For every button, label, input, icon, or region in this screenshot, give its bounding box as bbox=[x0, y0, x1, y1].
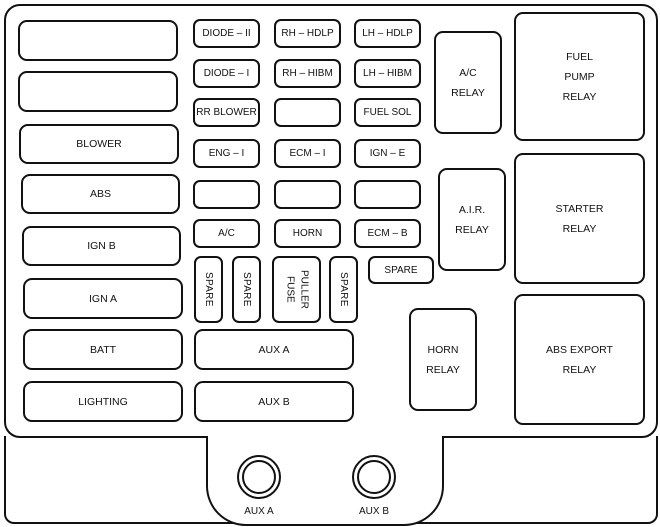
relay-ac[interactable]: A/C RELAY bbox=[434, 31, 502, 134]
fuse-blower[interactable]: BLOWER bbox=[19, 124, 179, 164]
fuse-rr-blower[interactable]: RR BLOWER bbox=[193, 98, 260, 127]
fuse-ign-a[interactable]: IGN A bbox=[23, 278, 183, 319]
fuse-label: ECM – I bbox=[289, 148, 326, 159]
relay-label-line: RELAY bbox=[426, 363, 460, 376]
fuse-label: SPARE bbox=[241, 272, 252, 307]
relay-label-line: STARTER bbox=[555, 202, 604, 215]
fuse-ign-e[interactable]: IGN – E bbox=[354, 139, 421, 168]
fuse-slot-empty-3[interactable] bbox=[274, 180, 341, 209]
fuse-rh-hdlp[interactable]: RH – HDLP bbox=[274, 19, 341, 48]
fuse-label: BLOWER bbox=[76, 138, 122, 150]
relay-label-line: RELAY bbox=[562, 363, 597, 376]
relay-label-line: PUMP bbox=[564, 70, 595, 83]
fuse-label: A/C bbox=[218, 228, 235, 239]
fuse-label: DIODE – I bbox=[203, 68, 250, 79]
socket-label-aux-a: AUX A bbox=[244, 506, 274, 517]
fuse-label: ECM – B bbox=[367, 228, 408, 239]
fuse-label: SPARE bbox=[203, 272, 214, 307]
relay-label-line: A/C bbox=[459, 66, 477, 79]
fuse-diode-i[interactable]: DIODE – I bbox=[193, 59, 260, 88]
fuse-label: ENG – I bbox=[208, 148, 245, 159]
fuse-label: AUX A bbox=[258, 343, 290, 356]
fuse-ign-b[interactable]: IGN B bbox=[22, 226, 181, 266]
power-outlet-tab bbox=[206, 436, 444, 526]
relay-label-line: RELAY bbox=[562, 90, 597, 103]
fuse-puller-label-puller: PULLER bbox=[298, 270, 310, 309]
relay-label-line: RELAY bbox=[455, 223, 489, 236]
relay-label-line: FUEL bbox=[566, 50, 593, 63]
fuse-label: RH – HDLP bbox=[281, 28, 334, 39]
relay-label-line: HORN bbox=[427, 343, 459, 356]
fuse-label: RH – HIBM bbox=[282, 68, 333, 79]
fuse-eng-i[interactable]: ENG – I bbox=[193, 139, 260, 168]
fuse-spare-4[interactable]: SPARE bbox=[368, 256, 434, 284]
fuse-ac[interactable]: A/C bbox=[193, 219, 260, 248]
relay-label-line: A.I.R. bbox=[458, 203, 486, 216]
relay-horn[interactable]: HORN RELAY bbox=[409, 308, 477, 411]
relay-fuel-pump[interactable]: FUEL PUMP RELAY bbox=[514, 12, 645, 141]
socket-inner-ring bbox=[242, 460, 276, 494]
fuse-slot-empty-1[interactable] bbox=[274, 98, 341, 127]
relay-air[interactable]: A.I.R. RELAY bbox=[438, 168, 506, 271]
fuse-label: LH – HIBM bbox=[363, 68, 412, 79]
relay-starter[interactable]: STARTER RELAY bbox=[514, 153, 645, 284]
relay-label-line: RELAY bbox=[451, 86, 485, 99]
fuse-label: RR BLOWER bbox=[196, 107, 257, 118]
fuse-slot-empty-2[interactable] bbox=[193, 180, 260, 209]
fuse-spare-2[interactable]: SPARE bbox=[232, 256, 261, 323]
fuse-lh-hdlp[interactable]: LH – HDLP bbox=[354, 19, 421, 48]
fuse-label: HORN bbox=[292, 228, 323, 239]
fuse-label: LIGHTING bbox=[78, 395, 128, 408]
fuse-label: SPARE bbox=[338, 272, 349, 307]
fuse-slot-left-2[interactable] bbox=[18, 71, 178, 112]
fuse-ecm-b[interactable]: ECM – B bbox=[354, 219, 421, 248]
fuse-label: DIODE – II bbox=[202, 28, 251, 39]
relay-label-line: RELAY bbox=[562, 222, 597, 235]
socket-label-aux-b: AUX B bbox=[358, 506, 389, 517]
relay-label-line: ABS EXPORT bbox=[546, 343, 613, 356]
fuse-label: SPARE bbox=[384, 264, 418, 276]
fuse-label: FUEL SOL bbox=[363, 107, 412, 118]
fuse-horn[interactable]: HORN bbox=[274, 219, 341, 248]
fuse-aux-a[interactable]: AUX A bbox=[194, 329, 354, 370]
fuse-ecm-i[interactable]: ECM – I bbox=[274, 139, 341, 168]
fuse-diode-ii[interactable]: DIODE – II bbox=[193, 19, 260, 48]
fuse-abs[interactable]: ABS bbox=[21, 174, 180, 214]
fuse-label: ABS bbox=[89, 188, 111, 200]
fuse-label: IGN B bbox=[87, 240, 116, 252]
fuse-spare-1[interactable]: SPARE bbox=[194, 256, 223, 323]
power-socket-aux-a[interactable] bbox=[237, 455, 281, 499]
fuse-spare-3[interactable]: SPARE bbox=[329, 256, 358, 323]
socket-inner-ring bbox=[357, 460, 391, 494]
fuse-fuel-sol[interactable]: FUEL SOL bbox=[354, 98, 421, 127]
fuse-aux-b[interactable]: AUX B bbox=[194, 381, 354, 422]
power-socket-aux-b[interactable] bbox=[352, 455, 396, 499]
fuse-label: IGN A bbox=[88, 292, 117, 305]
fuse-label: IGN – E bbox=[369, 148, 406, 159]
fuse-puller-label-fuse: FUSE bbox=[284, 276, 296, 303]
fuse-slot-left-1[interactable] bbox=[18, 20, 178, 61]
fuse-slot-empty-4[interactable] bbox=[354, 180, 421, 209]
fuse-lh-hibm[interactable]: LH – HIBM bbox=[354, 59, 421, 88]
fuse-batt[interactable]: BATT bbox=[23, 329, 183, 370]
fuse-label: BATT bbox=[89, 343, 117, 356]
fuse-lighting[interactable]: LIGHTING bbox=[23, 381, 183, 422]
fuse-label: LH – HDLP bbox=[362, 28, 413, 39]
fuse-puller[interactable]: FUSE PULLER bbox=[272, 256, 321, 323]
fuse-label: AUX B bbox=[258, 395, 290, 408]
fuse-rh-hibm[interactable]: RH – HIBM bbox=[274, 59, 341, 88]
relay-abs-export[interactable]: ABS EXPORT RELAY bbox=[514, 294, 645, 425]
